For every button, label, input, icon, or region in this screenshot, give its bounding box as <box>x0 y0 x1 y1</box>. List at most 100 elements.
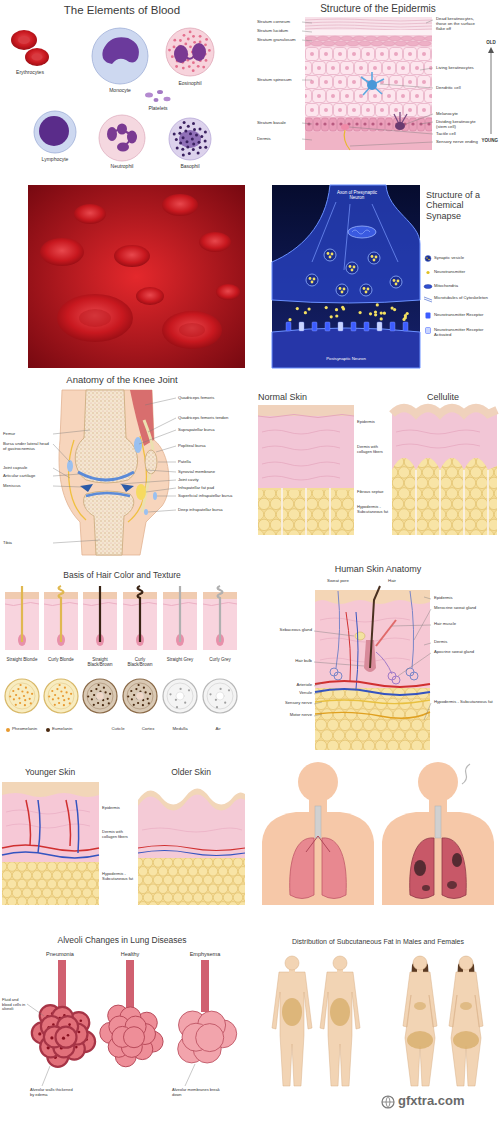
part-label: Epidermis <box>434 596 496 601</box>
blood-vessel-view <box>162 194 198 216</box>
hair-follicle <box>95 688 97 690</box>
erythrocyte <box>32 54 43 61</box>
erythrocyte <box>18 36 30 44</box>
keratinocyte <box>429 66 432 70</box>
vesicle <box>296 307 299 310</box>
fat-cell <box>288 490 299 499</box>
fat-cell <box>2 888 12 898</box>
skin-section <box>410 591 414 668</box>
keratinocyte <box>418 118 425 131</box>
part-label: Synovial membrane <box>178 470 242 475</box>
keratinocyte <box>355 122 358 125</box>
keratinocyte <box>395 41 407 46</box>
fat-cell <box>339 719 350 730</box>
hair-follicle <box>184 702 186 704</box>
part-label: Joint capsule <box>3 466 51 471</box>
skin-section <box>2 800 99 851</box>
vesicle <box>380 317 383 320</box>
keratinocyte <box>401 94 405 98</box>
granule <box>199 35 202 38</box>
vesicle <box>402 318 405 321</box>
fat-cell <box>193 858 203 867</box>
hair-follicle <box>5 586 237 713</box>
fat-cell <box>342 519 353 530</box>
hair-follicle <box>142 704 144 706</box>
knee-joint <box>86 493 130 496</box>
keratinocyte <box>432 76 433 89</box>
vesicle <box>368 252 380 264</box>
part-label: Straight Black/Brown <box>82 657 118 667</box>
fat-cell <box>173 858 183 867</box>
fat-cell <box>2 879 7 889</box>
fat-cell <box>339 740 350 750</box>
keratinocyte <box>387 66 391 70</box>
fat-cell <box>398 446 409 457</box>
blood-vessel-view <box>40 238 84 266</box>
hair-follicle <box>23 695 25 697</box>
vesicle <box>286 322 291 331</box>
part-label: Epidermis <box>357 420 391 425</box>
keratinocyte <box>366 52 370 56</box>
fat-cell <box>476 519 487 530</box>
keratinocyte <box>352 108 356 112</box>
fat-cell <box>333 730 344 741</box>
eosinophil <box>174 45 188 63</box>
part-label: Dermis <box>257 137 271 142</box>
knee-joint <box>144 509 148 515</box>
keratinocyte <box>432 48 433 61</box>
knee-joint <box>59 390 169 555</box>
fat-cell <box>77 897 87 905</box>
epidermis-layer <box>305 30 432 35</box>
hair-follicle <box>68 698 70 700</box>
legend-text: Neurotransmitter <box>434 270 496 275</box>
hair-follicle <box>127 683 153 709</box>
fat-cell <box>168 884 178 894</box>
vesicle <box>330 315 333 318</box>
torso-figure <box>298 762 338 802</box>
fat-cell <box>464 519 475 530</box>
keratinocyte <box>341 90 354 103</box>
fat-cell <box>416 456 427 467</box>
blood-vessel-view <box>79 309 111 327</box>
part-label: Stratum granulosum <box>257 38 296 43</box>
hair-follicle <box>148 702 150 704</box>
age-arrow <box>491 51 492 134</box>
skin-section <box>138 851 245 856</box>
epidermis-layer <box>305 117 432 132</box>
vesicle <box>336 284 348 296</box>
panel-title: Human Skin Anatomy <box>335 564 422 574</box>
vesicle <box>383 312 386 315</box>
fat-cell <box>92 888 99 898</box>
part-label: Postsynaptic Neuron <box>326 357 366 362</box>
part-label: Tibia <box>3 541 51 546</box>
part-label: Hair bulb <box>295 659 312 664</box>
skin-section <box>315 590 430 604</box>
keratinocyte <box>373 94 377 98</box>
fat-cell <box>203 858 213 867</box>
fat-cell <box>470 530 481 541</box>
granule <box>192 122 195 125</box>
keratinocyte <box>305 66 307 70</box>
fat-cell <box>440 519 451 530</box>
legend-text: Neurotransmitter Receptor <box>434 313 496 318</box>
granule <box>192 148 195 151</box>
hair-follicle <box>31 693 33 695</box>
part-label: Basophil <box>180 164 199 170</box>
legend-icon <box>424 297 432 302</box>
hair-follicle <box>149 693 151 695</box>
fat-cell <box>82 871 92 881</box>
fat-cell <box>318 498 329 509</box>
granule <box>189 45 192 48</box>
keratinocyte <box>408 108 412 112</box>
fat-cell <box>452 519 463 530</box>
part-label: Lymphocyte <box>42 157 69 163</box>
vesicle <box>324 249 336 261</box>
keratinocyte <box>355 62 368 75</box>
keratinocyte <box>324 108 328 112</box>
keratinocyte <box>380 108 384 112</box>
keratinocyte <box>379 122 382 125</box>
vesicle <box>360 284 372 296</box>
hair-follicle <box>25 687 27 689</box>
hair-follicle <box>167 683 193 709</box>
granule <box>204 43 207 46</box>
